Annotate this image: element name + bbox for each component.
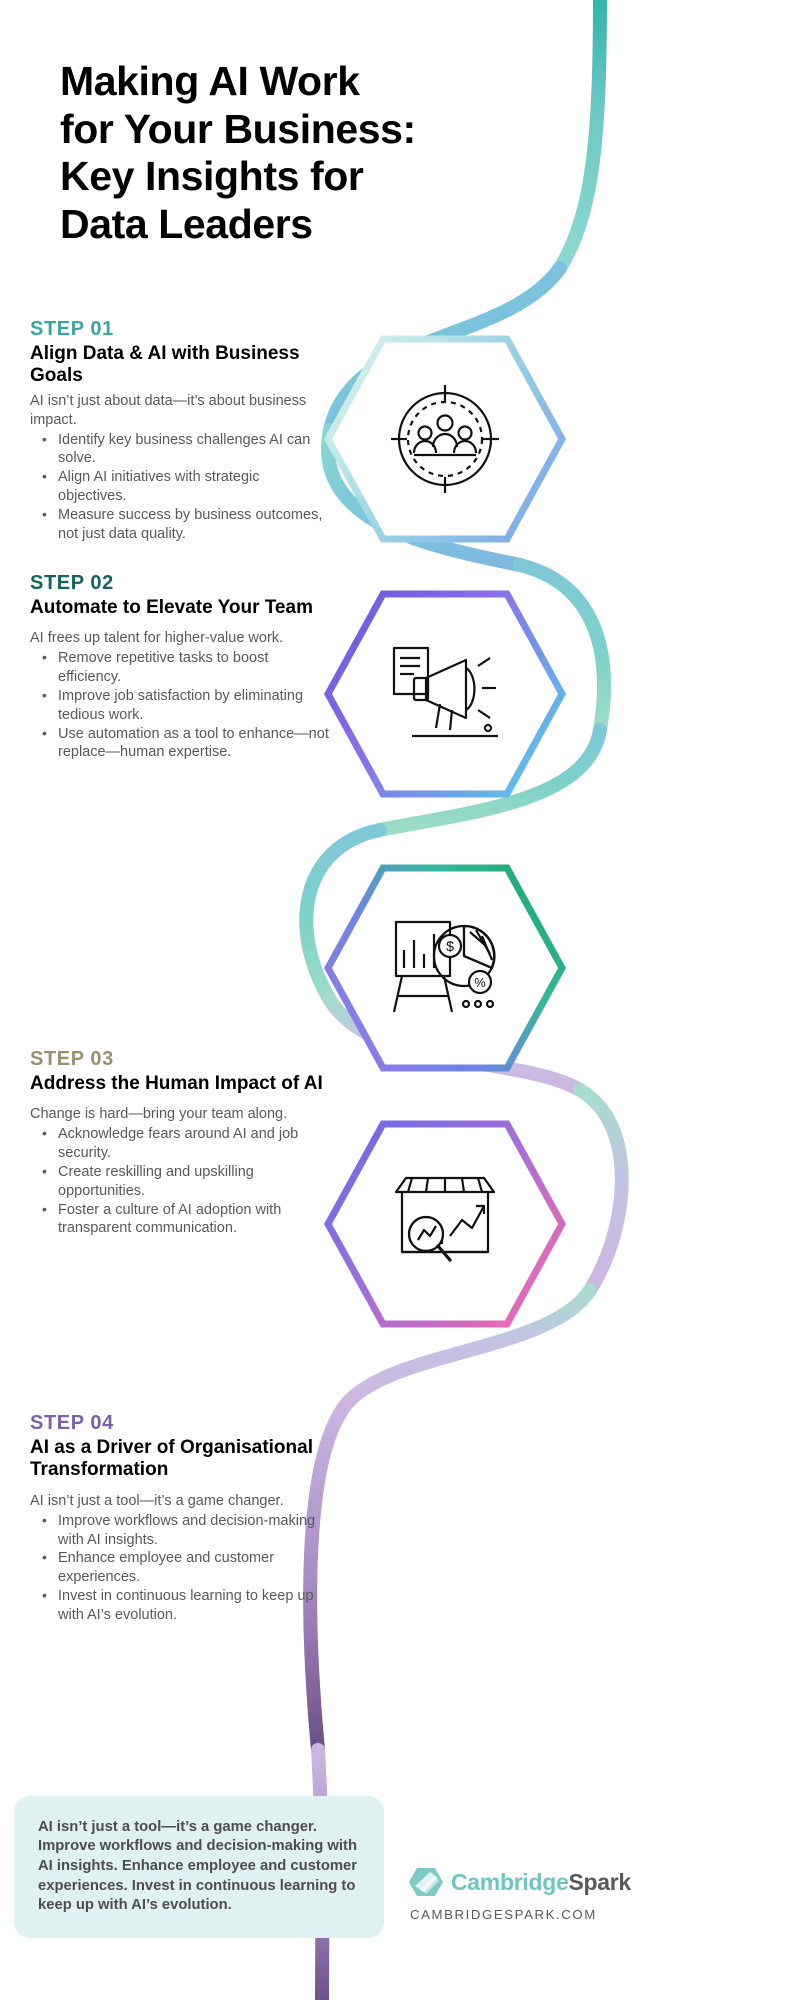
page-title: Making AI Work for Your Business: Key In… (60, 58, 530, 248)
step-bullets-02: Remove repetitive tasks to boost efficie… (30, 648, 330, 763)
list-item: Invest in continuous learning to keep up… (30, 1586, 330, 1625)
cambridge-spark-logo-icon (409, 1868, 443, 1896)
step-label-04: STEP 04 (30, 1412, 114, 1434)
list-item: Foster a culture of AI adoption with tra… (30, 1200, 330, 1239)
list-item: Create reskilling and upskilling opportu… (30, 1162, 330, 1201)
list-item: Acknowledge fears around AI and job secu… (30, 1124, 330, 1163)
step-bullets-03: Acknowledge fears around AI and job secu… (30, 1124, 330, 1239)
step-section-02: STEP 02 Automate to Elevate Your Team AI… (30, 572, 330, 762)
list-item: Improve job satisfaction by eliminating … (30, 686, 330, 725)
step-title-04: AI as a Driver of Organisational Transfo… (30, 1437, 313, 1481)
logo-word-spark: Spark (568, 1868, 631, 1895)
step-title-03: Address the Human Impact of AI (30, 1073, 323, 1094)
step-bullets-01: Identify key business challenges AI can … (30, 430, 330, 544)
step-intro-02: AI frees up talent for higher-value work… (30, 630, 284, 647)
list-item: Use automation as a tool to enhance—not … (30, 724, 330, 763)
list-item: Improve workflows and decision-making wi… (30, 1511, 330, 1550)
step-section-04: STEP 04 AI as a Driver of Organisational… (30, 1412, 330, 1625)
logo-word-cambridge: Cambridge (451, 1868, 569, 1895)
storefront-analytics-icon (324, 1120, 566, 1328)
target-people-icon (324, 335, 566, 543)
hex-badge-01 (322, 333, 568, 550)
step-intro-04: AI isn’t just a tool—it’s a game changer… (30, 1492, 284, 1509)
brand-logo[interactable]: CambridgeSpark CAMBRIDGESPARK.COM (408, 1866, 631, 1922)
list-item: Remove repetitive tasks to boost efficie… (30, 648, 330, 687)
svg-text:$: $ (446, 938, 454, 954)
step-section-03: STEP 03 Address the Human Impact of AI C… (30, 1048, 330, 1238)
step-title-02: Automate to Elevate Your Team (30, 597, 313, 618)
step-label-02: STEP 02 (30, 572, 114, 594)
svg-text:%: % (474, 975, 486, 990)
title-line-1: Making AI Work (60, 58, 360, 104)
hex-badge-02 (322, 588, 568, 805)
list-item: Align AI initiatives with strategic obje… (30, 467, 330, 506)
step-intro-01: AI isn’t just about data—it’s about busi… (30, 392, 307, 428)
summary-callout-text: AI isn’t just a tool—it’s a game changer… (38, 1818, 358, 1914)
pie-chart-easel-icon: $ % (324, 864, 566, 1072)
step-label-01: STEP 01 (30, 318, 114, 340)
list-item: Identify key business challenges AI can … (30, 430, 330, 469)
step-title-01: Align Data & AI with Business Goals (30, 343, 300, 387)
logo-row: CambridgeSpark (408, 1866, 631, 1898)
title-line-3: Key Insights for (60, 153, 364, 200)
title-line-4: Data Leaders (60, 200, 313, 247)
step-intro-03: Change is hard—bring your team along. (30, 1106, 288, 1123)
hex-badge-03: $ % (322, 862, 568, 1079)
list-item: Measure success by business outcomes, no… (30, 505, 330, 544)
summary-callout: AI isn’t just a tool—it’s a game changer… (14, 1795, 384, 1938)
step-label-03: STEP 03 (30, 1048, 114, 1070)
step-bullets-04: Improve workflows and decision-making wi… (30, 1511, 330, 1625)
logo-wordmark: CambridgeSpark (451, 1868, 631, 1895)
step-section-01: STEP 01 Align Data & AI with Business Go… (30, 318, 330, 544)
megaphone-icon (324, 590, 566, 798)
page-title-heading: Making AI Work for Your Business: Key In… (60, 58, 530, 248)
list-item: Enhance employee and customer experience… (30, 1548, 330, 1587)
hex-badge-04 (322, 1118, 568, 1335)
title-line-2: for Your Business: (60, 105, 416, 152)
brand-url: CAMBRIDGESPARK.COM (410, 1907, 597, 1922)
